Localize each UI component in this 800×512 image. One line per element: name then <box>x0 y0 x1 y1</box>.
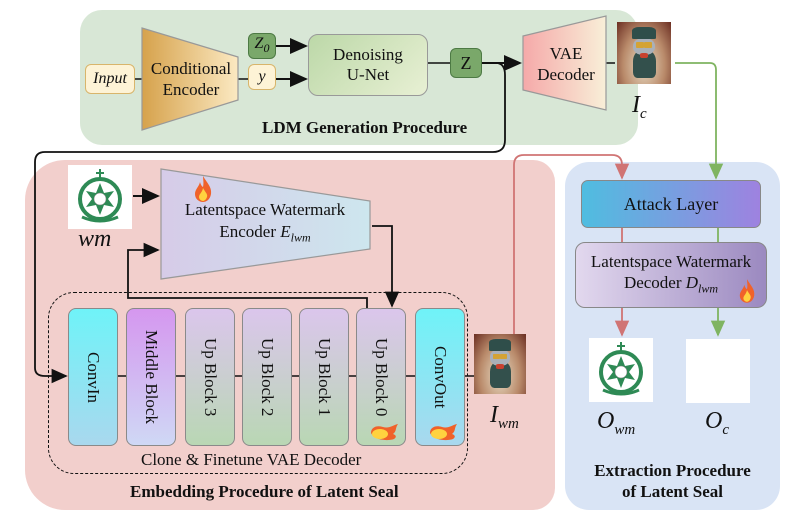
cat-image-iwm <box>474 334 526 394</box>
flame-icon <box>430 424 457 441</box>
flame-icon <box>371 424 398 441</box>
ic-main: I <box>632 92 640 118</box>
oc-label: Oc <box>705 408 729 439</box>
unet-label-2: U-Net <box>346 65 390 84</box>
flame-icon <box>739 279 755 303</box>
z0-latent-box: Z0 <box>248 33 276 59</box>
clone-finetune-label: Clone & Finetune VAE Decoder <box>141 450 362 469</box>
input-label: Input <box>93 70 127 87</box>
encoder-text: Encoder <box>219 222 281 242</box>
decoder-sub: lwm <box>698 281 719 296</box>
decoder-symbol: D <box>685 272 699 292</box>
decoder-block-label: Up Block 0 <box>372 337 391 417</box>
y-condition-box: y <box>248 64 276 90</box>
owm-main: O <box>597 408 615 434</box>
decoder-block-label: Up Block 3 <box>201 337 220 417</box>
ic-label: Ic <box>632 92 647 123</box>
decoder-block-label: ConvIn <box>84 351 103 403</box>
decoder-block-label: Middle Block <box>142 330 161 424</box>
z0-main: Z <box>254 35 264 53</box>
decoder-block-middle-block: Middle Block <box>126 308 176 446</box>
attack-layer: Attack Layer <box>581 180 761 228</box>
decoder-text: Decoder <box>623 272 686 292</box>
conditional-encoder-label-2: Encoder <box>162 80 220 99</box>
decoder-block-convout: ConvOut <box>415 308 465 446</box>
denoising-unet: Denoising U-Net <box>308 34 428 96</box>
embedding-title: Embedding Procedure of Latent Seal <box>130 482 399 501</box>
ldm-title: LDM Generation Procedure <box>262 118 468 137</box>
owm-sub: wm <box>614 421 636 438</box>
decoder-block-label: ConvOut <box>431 345 450 409</box>
watermark-encoder: Latentspace Watermark Encoder Elwm <box>170 200 360 248</box>
z-latent-box: Z <box>450 48 482 78</box>
encoder-sub: lwm <box>290 230 311 245</box>
clone-finetune-vae-decoder-group <box>48 292 468 474</box>
seal-emblem-icon <box>78 169 122 223</box>
decoder-block-up-block-3: Up Block 3 <box>185 308 235 446</box>
decoder-block-convin: ConvIn <box>68 308 118 446</box>
vae-decoder-label-1: VAE <box>549 44 583 63</box>
oc-sub: c <box>722 421 730 438</box>
decoder-block-up-block-1: Up Block 1 <box>299 308 349 446</box>
conditional-encoder-label-1: Conditional <box>150 59 232 78</box>
owm-label: Owm <box>597 408 635 439</box>
encoder-symbol: E <box>280 222 291 242</box>
watermark-output-owm <box>589 338 653 402</box>
encoder-label-1: Latentspace Watermark <box>184 200 346 220</box>
wm-label: wm <box>78 226 112 252</box>
extraction-title-2: of Latent Seal <box>621 482 724 501</box>
attack-layer-label: Attack Layer <box>623 193 719 214</box>
cat-image-ic <box>617 22 671 84</box>
decoder-block-up-block-2: Up Block 2 <box>242 308 292 446</box>
ic-to-attack-arrow <box>675 62 724 180</box>
clean-output-oc <box>686 339 750 403</box>
iwm-main: I <box>490 402 498 428</box>
extraction-title: Extraction Procedure of Latent Seal <box>565 460 780 502</box>
vae-decoder: VAE Decoder <box>528 42 604 86</box>
y-label: y <box>258 68 266 85</box>
ic-sub: c <box>640 105 647 122</box>
iwm-sub: wm <box>498 415 519 432</box>
vae-decoder-label-2: Decoder <box>537 65 595 84</box>
z0-sub: 0 <box>263 41 270 56</box>
extraction-title-1: Extraction Procedure <box>594 461 751 480</box>
z-label: Z <box>460 52 472 73</box>
iwm-label: Iwm <box>490 402 519 433</box>
watermark-decoder: Latentspace Watermark Decoder Dlwm <box>575 242 767 308</box>
seal-emblem-icon <box>599 342 643 396</box>
watermark-image-wm <box>68 165 132 229</box>
encoder-label-2: Encoder Elwm <box>219 221 310 248</box>
decoder-label-2: Decoder Dlwm <box>624 272 718 299</box>
oc-main: O <box>705 408 723 434</box>
z0-label: Z0 <box>255 35 270 56</box>
decoder-block-up-block-0: Up Block 0 <box>356 308 406 446</box>
decoder-block-label: Up Block 1 <box>315 337 334 417</box>
conditional-encoder: Conditional Encoder <box>146 54 236 104</box>
decoder-label-1: Latentspace Watermark <box>590 251 752 271</box>
decoder-block-label: Up Block 2 <box>258 337 277 417</box>
unet-label-1: Denoising <box>333 45 403 64</box>
flame-icon <box>195 176 212 202</box>
input-box: Input <box>85 64 135 94</box>
